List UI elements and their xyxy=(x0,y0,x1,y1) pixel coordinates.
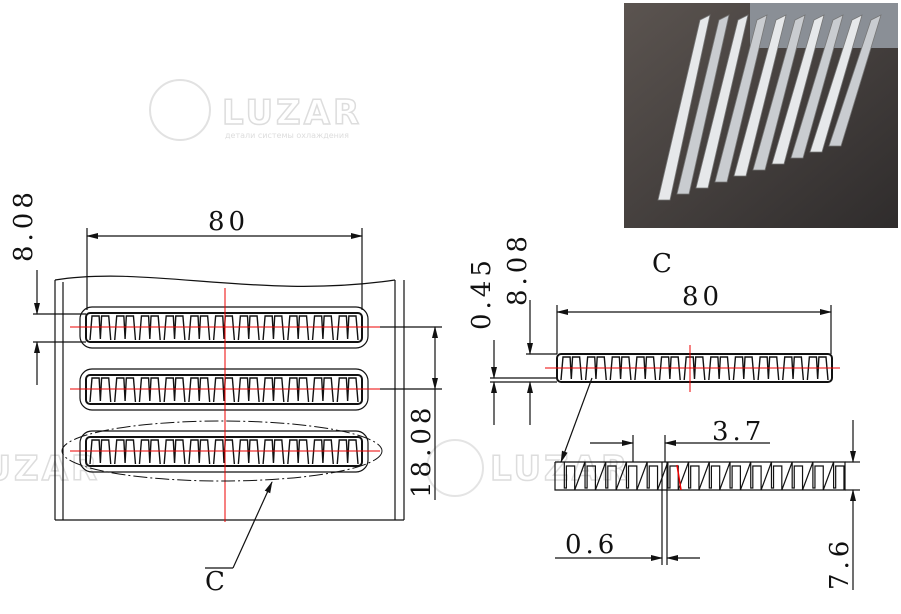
fin-cell xyxy=(163,315,186,341)
fin-cell xyxy=(262,315,285,341)
right-width-dim: 80 xyxy=(682,282,723,312)
fin-tube-photo xyxy=(624,3,898,228)
watermark-logo-lower: LUZAR LUZAR xyxy=(0,439,630,497)
fin-cell xyxy=(336,439,359,465)
fin-cell xyxy=(757,356,780,381)
fin-cell xyxy=(212,315,236,341)
fin-cell xyxy=(311,439,334,465)
fin-cell xyxy=(138,315,161,341)
fin-cell xyxy=(287,315,310,341)
fin-cell xyxy=(89,315,112,341)
fin-cell xyxy=(138,377,161,403)
fin-cell xyxy=(311,315,334,341)
fin-thickness-dim: 0.6 xyxy=(565,530,618,560)
fin-cell xyxy=(138,439,161,465)
fin-cell xyxy=(188,377,211,403)
photo-fin xyxy=(733,14,787,177)
fin-cell xyxy=(114,315,137,341)
photo-fin xyxy=(752,14,806,171)
photo-fin xyxy=(695,14,749,189)
fin-cell xyxy=(806,356,829,381)
photo-fin xyxy=(657,14,711,201)
fin-cell xyxy=(163,377,186,403)
fin-cell xyxy=(708,356,731,381)
svg-text:детали системы охлаждения: детали системы охлаждения xyxy=(225,131,349,140)
svg-text:LUZAR: LUZAR xyxy=(490,449,630,489)
fin-cell xyxy=(560,356,583,381)
left-pitch-dim: 18.08 xyxy=(407,404,437,498)
fin-cell xyxy=(114,439,137,465)
fin-cell xyxy=(163,439,186,465)
fin-cell xyxy=(188,439,211,465)
left-detail-label: C xyxy=(205,567,229,597)
fin-pitch-dim: 3.7 xyxy=(712,417,765,447)
photo-fin xyxy=(828,14,882,147)
fin-cell xyxy=(311,377,334,403)
left-tube-height-dim: 8.08 xyxy=(9,188,39,262)
fin-cell xyxy=(658,356,681,381)
fin-cell xyxy=(262,377,285,403)
fin-cell xyxy=(89,439,112,465)
right-detail-title: C xyxy=(652,249,676,279)
right-view xyxy=(490,300,860,590)
fin-cell xyxy=(584,356,607,381)
fin-cell xyxy=(287,377,310,403)
photo-fin xyxy=(790,14,844,159)
fin-cell xyxy=(237,439,260,465)
photo-fin xyxy=(809,14,863,153)
fin-cell xyxy=(89,377,112,403)
fin-cell xyxy=(114,377,137,403)
fin-cell xyxy=(609,356,632,381)
fin-cell xyxy=(782,356,805,381)
fin-cell xyxy=(237,377,260,403)
fin-cell xyxy=(188,315,211,341)
left-width-dim: 80 xyxy=(208,207,249,237)
right-wall-dim: 0.45 xyxy=(467,256,497,330)
fin-cell xyxy=(634,356,657,381)
fin-cell xyxy=(212,439,236,465)
fin-cell xyxy=(212,377,236,403)
photo-fin xyxy=(771,14,825,165)
photo-fin xyxy=(714,14,768,183)
fin-cell xyxy=(287,439,310,465)
svg-text:LUZAR: LUZAR xyxy=(0,449,100,489)
left-view xyxy=(33,228,442,569)
fin-cell xyxy=(262,439,285,465)
fin-cell xyxy=(237,315,260,341)
fin-height-dim: 7.6 xyxy=(825,537,855,590)
fin-cell xyxy=(732,356,755,381)
fin-cell xyxy=(683,356,706,381)
fin-cell xyxy=(336,315,359,341)
right-tube-height-dim: 8.08 xyxy=(503,232,533,306)
fin-cell xyxy=(336,377,359,403)
svg-text:LUZAR: LUZAR xyxy=(222,93,362,133)
watermark-logo: LUZAR детали системы охлаждения xyxy=(149,79,362,141)
photo-fin xyxy=(676,14,730,195)
